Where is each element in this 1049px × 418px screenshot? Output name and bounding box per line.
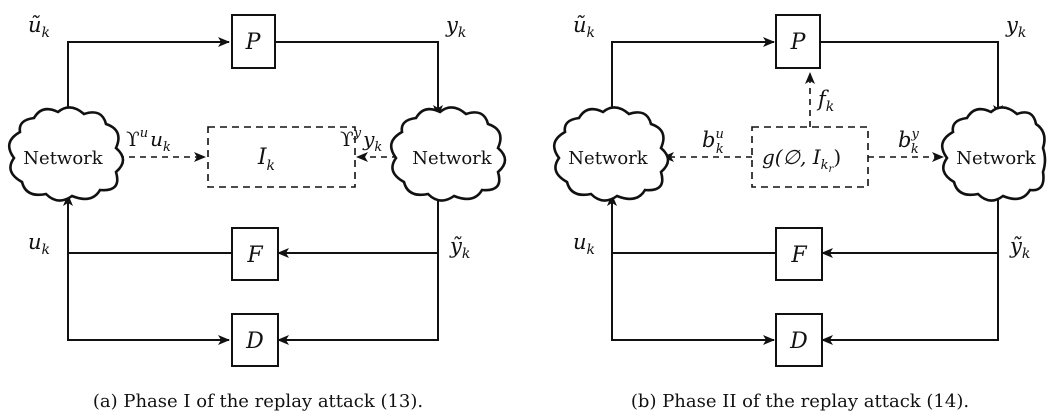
ups-u-var: u [150, 127, 163, 151]
f-label: fk [816, 87, 834, 115]
b-u-sub: k [716, 142, 724, 157]
detector-block-b [775, 313, 823, 367]
ups-u-symbol: ϒ [126, 127, 140, 151]
center-symbol: Ik [257, 145, 275, 174]
u-sub-b: k [587, 242, 595, 258]
y-tilde-var: ỹ [449, 234, 463, 258]
u-label-b: uk [573, 230, 595, 258]
detector-symbol-b: D [789, 329, 808, 354]
center-formula-main: g(∅, I [762, 145, 822, 169]
center-symbol-main: I [257, 145, 268, 170]
center-dashed-block-b [751, 126, 869, 188]
y-tilde-sub: k [462, 246, 470, 262]
controller-block-b [775, 227, 823, 281]
center-dashed-block [207, 126, 356, 188]
ups-y-sub: k [374, 140, 382, 155]
wire-net-to-detector-b [821, 253, 999, 345]
u-var-b: u [573, 230, 587, 254]
center-formula-sub: k [821, 158, 829, 173]
wire-net-to-plant [67, 37, 230, 118]
center-formula-close: ) [833, 145, 841, 169]
ups-u-sup: u [140, 126, 148, 141]
f-sub: k [826, 99, 834, 115]
u-var: u [28, 230, 42, 254]
center-symbol-sub: k [267, 158, 275, 174]
y-label-b: yk [1005, 13, 1026, 41]
wire-plant-to-net-b [820, 41, 1003, 117]
f-var: f [816, 87, 829, 111]
b-y-sub: k [911, 142, 919, 157]
b-y-sup: y [910, 127, 919, 142]
wire-net-to-controller [277, 197, 439, 258]
detector-symbol: D [245, 329, 264, 354]
plant-block [231, 14, 276, 69]
center-formula-subsub: r [829, 164, 835, 175]
u-tilde-sub-b: k [587, 25, 595, 41]
y-label: yk [445, 13, 466, 41]
u-tilde-label-b: ũk [573, 13, 595, 41]
network-cloud-right [389, 106, 507, 202]
panel-b: Network Network P F D g(∅, Ikr) fk ũk yk… [552, 13, 1047, 412]
controller-symbol: F [246, 243, 263, 268]
b-y-var: b [898, 128, 911, 152]
y-sub: k [458, 25, 466, 41]
plant-block-b [775, 14, 821, 69]
b-u-var: b [702, 128, 715, 152]
ups-y-symbol: ϒ [340, 127, 354, 151]
caption-a: (a) Phase I of the replay attack (13). [93, 391, 423, 412]
caption-b: (b) Phase II of the replay attack (14). [631, 391, 969, 412]
network-cloud-left-b [552, 106, 670, 202]
y-sub-b: k [1018, 25, 1026, 41]
y-var: y [445, 13, 459, 37]
detector-block [231, 313, 279, 367]
wire-net-to-controller-b [821, 197, 999, 258]
b-u-sup: u [715, 127, 723, 142]
u-tilde-var: ũ [28, 13, 42, 37]
center-formula: g(∅, Ikr) [762, 145, 841, 175]
wire-net-to-detector [277, 253, 439, 345]
ups-y-var: y [362, 127, 375, 151]
ups-y-sup: y [353, 126, 362, 141]
controller-symbol-b: F [790, 243, 807, 268]
u-tilde-label: ũk [28, 13, 50, 41]
y-tilde-sub-b: k [1022, 246, 1030, 262]
wire-plant-to-net [275, 41, 443, 117]
network-label-left-b: Network [568, 148, 648, 169]
y-tilde-label-b: ỹk [1009, 234, 1030, 262]
network-cloud-left [7, 106, 125, 202]
network-label-right-b: Network [956, 148, 1036, 169]
network-label-right: Network [412, 148, 492, 169]
plant-symbol: P [245, 30, 262, 55]
y-var-b: y [1005, 13, 1019, 37]
y-tilde-label: ỹk [449, 234, 470, 262]
network-label-left: Network [23, 148, 103, 169]
u-tilde-var-b: ũ [573, 13, 587, 37]
network-cloud-right-b [940, 106, 1047, 202]
u-sub: k [42, 242, 50, 258]
wire-u-to-detector-b [611, 253, 775, 345]
ups-u-sub: k [163, 140, 171, 155]
controller-block [231, 227, 279, 281]
plant-symbol-b: P [790, 30, 807, 55]
wire-net-to-plant-b [611, 37, 775, 118]
wire-u-to-detector [67, 253, 230, 345]
y-tilde-var-b: ỹ [1009, 234, 1023, 258]
u-label: uk [28, 230, 50, 258]
u-tilde-sub: k [42, 25, 50, 41]
